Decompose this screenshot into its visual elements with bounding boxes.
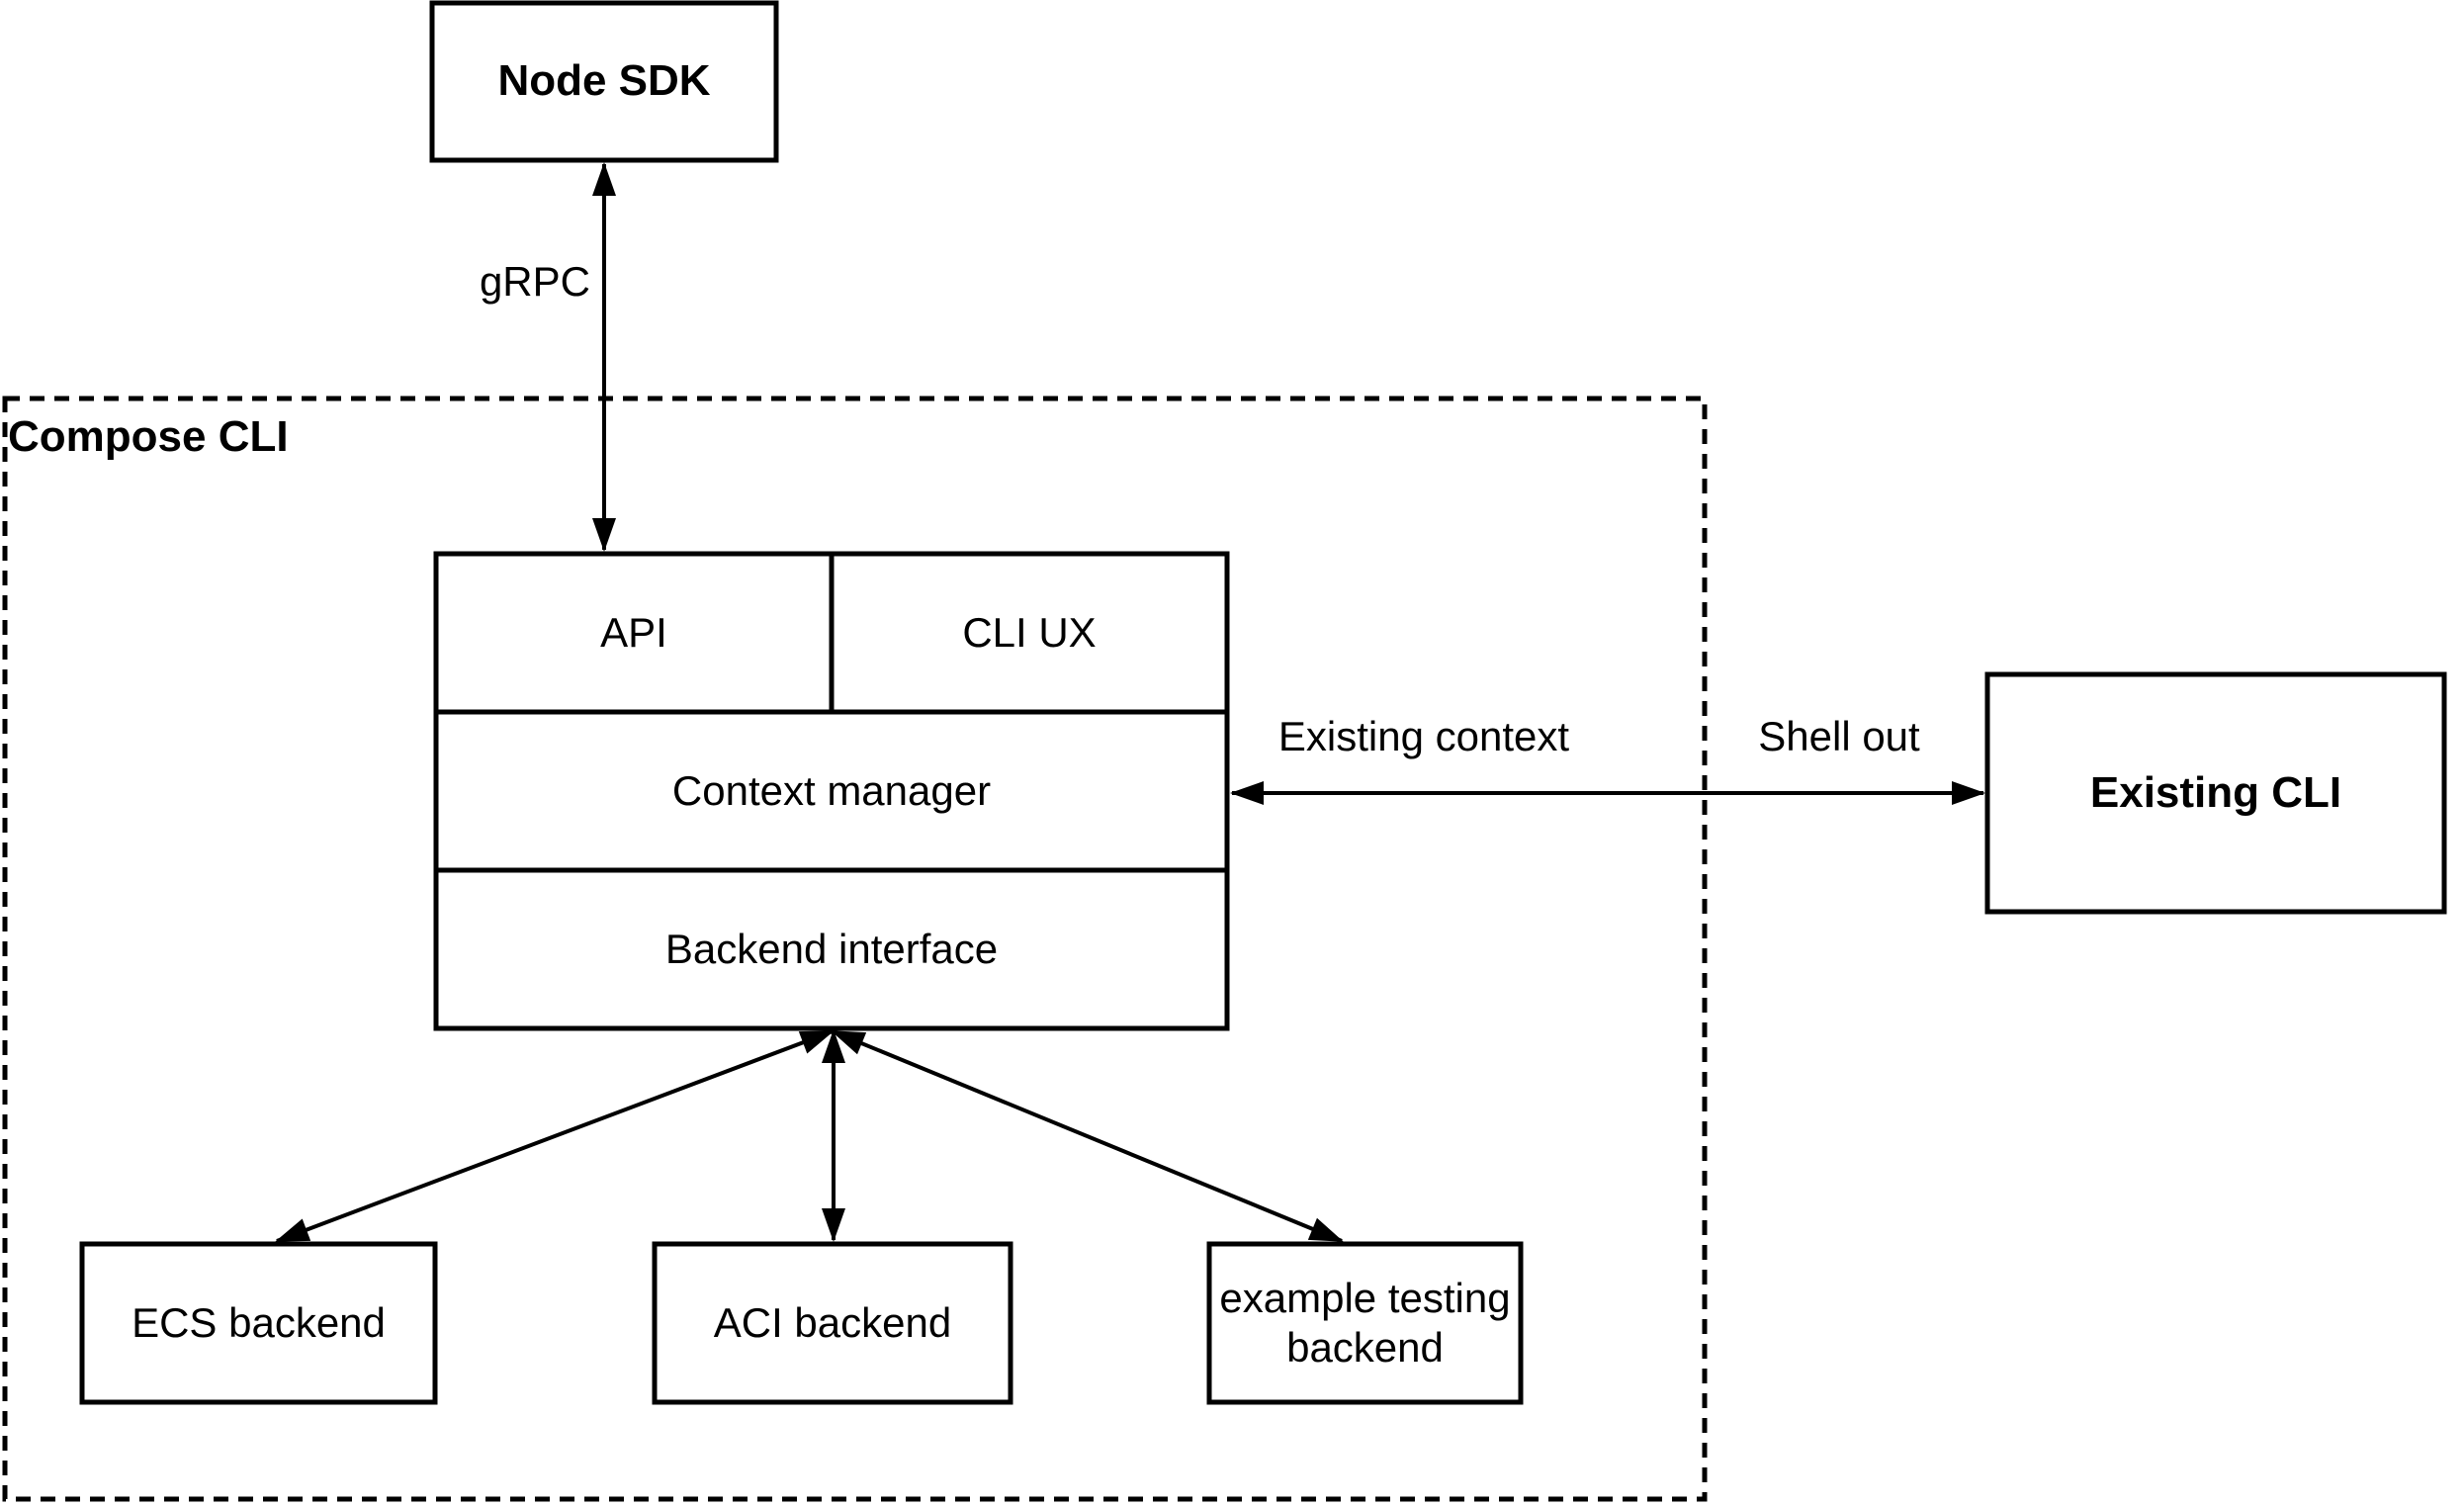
node-sdk-label: Node SDK (497, 56, 711, 106)
compose-cli-container-label: Compose CLI (8, 412, 289, 461)
context-manager-label: Context manager (671, 766, 992, 814)
cli-ux-label: CLI UX (962, 608, 1097, 656)
example-testing-backend-label-line2: backend (1286, 1324, 1444, 1371)
ecs-backend-box (79, 1241, 438, 1405)
existing-cli-label: Existing CLI (2089, 767, 2342, 817)
grpc-edge-label: gRPC (479, 258, 590, 305)
backend-to-ecs-arrow (275, 1029, 835, 1243)
existing-cli-box (1984, 671, 2447, 915)
aci-backend-box (652, 1241, 1013, 1405)
backend-interface-label: Backend interface (664, 925, 999, 972)
ecs-backend-label: ECS backend (132, 1298, 386, 1346)
aci-backend-label: ACI backend (713, 1298, 952, 1346)
example-testing-backend-box (1206, 1241, 1524, 1405)
existing-context-edge-label: Existing context (1277, 713, 1570, 759)
example-testing-backend-label: example testing backend (1209, 1244, 1521, 1402)
api-label: API (600, 608, 667, 656)
shell-out-edge-label: Shell out (1758, 713, 1920, 759)
backend-to-example-arrow (831, 1029, 1344, 1243)
compose-cli-container-box (2, 396, 1708, 1502)
example-testing-backend-label-line1: example testing (1219, 1274, 1511, 1321)
node-sdk-box (429, 0, 779, 163)
